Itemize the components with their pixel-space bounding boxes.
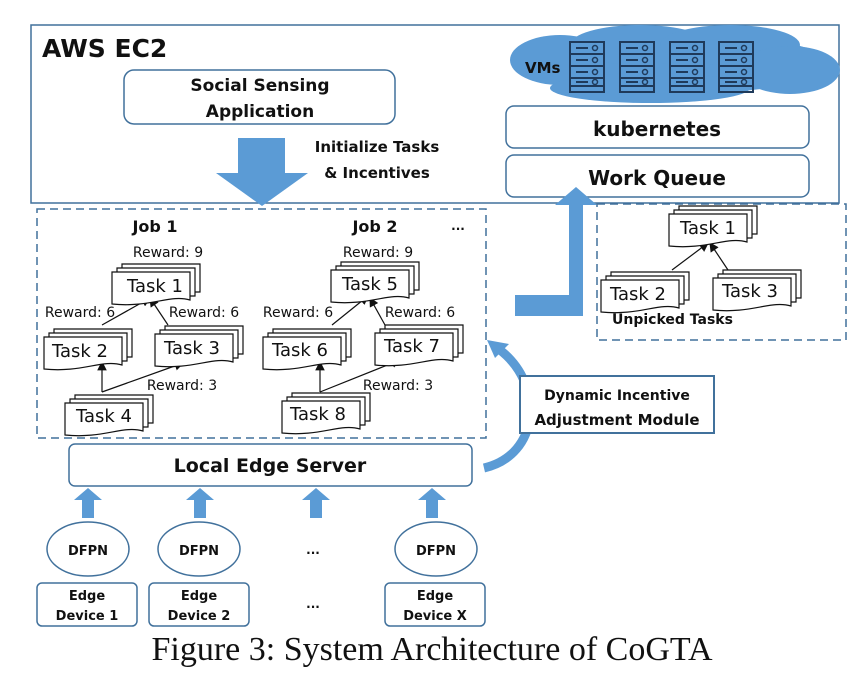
- edge-device-label-2: Device 1: [56, 609, 119, 624]
- kubernetes-label: kubernetes: [593, 117, 721, 141]
- social-sensing-app-label-1: Social Sensing: [190, 76, 329, 96]
- dfpn-node: [157, 521, 241, 577]
- local-edge-server-box: [68, 443, 473, 487]
- edge-device-label-1: Edge: [69, 589, 105, 604]
- device-ellipsis: ...: [306, 597, 320, 611]
- initialize-label-2: & Incentives: [324, 164, 430, 182]
- dfpn-label: DFPN: [179, 544, 219, 559]
- up-arrow-icon: [74, 488, 102, 518]
- work-queue-box: [505, 154, 810, 198]
- dfpn-label: DFPN: [416, 544, 456, 559]
- unpicked-tasks-label: Unpicked Tasks: [612, 312, 733, 328]
- jobs-container: [36, 208, 487, 439]
- job1-title: Job 1: [131, 217, 177, 236]
- task-label: Task 7: [383, 336, 440, 357]
- dynamic-incentive-module-box: [519, 375, 715, 434]
- unpicked-tasks-container: [596, 203, 847, 341]
- edge-device-box: [148, 582, 250, 627]
- task-label: Task 1: [126, 276, 183, 297]
- reward-label: Reward: 3: [363, 378, 433, 394]
- reward-label: Reward: 6: [385, 305, 455, 321]
- figure-caption: Figure 3: System Architecture of CoGTA: [151, 631, 712, 668]
- reward-label: Reward: 6: [45, 305, 115, 321]
- task-label: Task 1: [679, 218, 736, 239]
- edge-device-box: [36, 582, 138, 627]
- up-arrow-icon: [418, 488, 446, 518]
- down-arrow-icon: [216, 138, 308, 206]
- reward-label: Reward: 3: [147, 378, 217, 394]
- job2-title: Job 2: [351, 217, 397, 236]
- vms-label: VMs: [525, 59, 561, 77]
- up-arrow-icon: [302, 488, 330, 518]
- task-label: Task 8: [289, 404, 346, 425]
- task-label: Task 3: [163, 338, 220, 359]
- edge-device-label-2: Device 2: [168, 609, 231, 624]
- edge-device-box: [384, 582, 486, 627]
- feedback-arrowhead-icon: [487, 340, 509, 358]
- work-queue-label: Work Queue: [588, 166, 726, 190]
- up-arrow-icon: [186, 488, 214, 518]
- dfpn-label: DFPN: [68, 544, 108, 559]
- kubernetes-box: [505, 105, 810, 149]
- reward-label: Reward: 9: [343, 245, 413, 261]
- reward-label: Reward: 9: [133, 245, 203, 261]
- dfpn-node: [46, 521, 130, 577]
- up-arrow-to-queue-icon: [515, 187, 597, 316]
- task-label: Task 2: [609, 284, 666, 305]
- task-label: Task 2: [51, 341, 108, 362]
- task-label: Task 6: [271, 340, 328, 361]
- dfpn-node: [394, 521, 478, 577]
- aws-ec2-title: AWS EC2: [42, 34, 167, 63]
- dfpn-ellipsis: ...: [306, 543, 320, 557]
- jobs-ellipsis: ...: [451, 219, 465, 233]
- edge-device-label-1: Edge: [181, 589, 217, 604]
- edge-device-label-1: Edge: [417, 589, 453, 604]
- task-label: Task 5: [341, 274, 398, 295]
- task-label: Task 3: [721, 281, 778, 302]
- initialize-label-1: Initialize Tasks: [315, 138, 440, 156]
- task-label: Task 4: [75, 406, 132, 427]
- dynamic-module-label-1: Dynamic Incentive: [544, 388, 690, 404]
- social-sensing-app-label-2: Application: [206, 102, 314, 122]
- edge-device-label-2: Device X: [403, 609, 467, 624]
- reward-label: Reward: 6: [263, 305, 333, 321]
- reward-label: Reward: 6: [169, 305, 239, 321]
- dynamic-module-label-2: Adjustment Module: [534, 411, 699, 429]
- social-sensing-app-box: [123, 69, 396, 125]
- local-edge-server-label: Local Edge Server: [174, 455, 367, 477]
